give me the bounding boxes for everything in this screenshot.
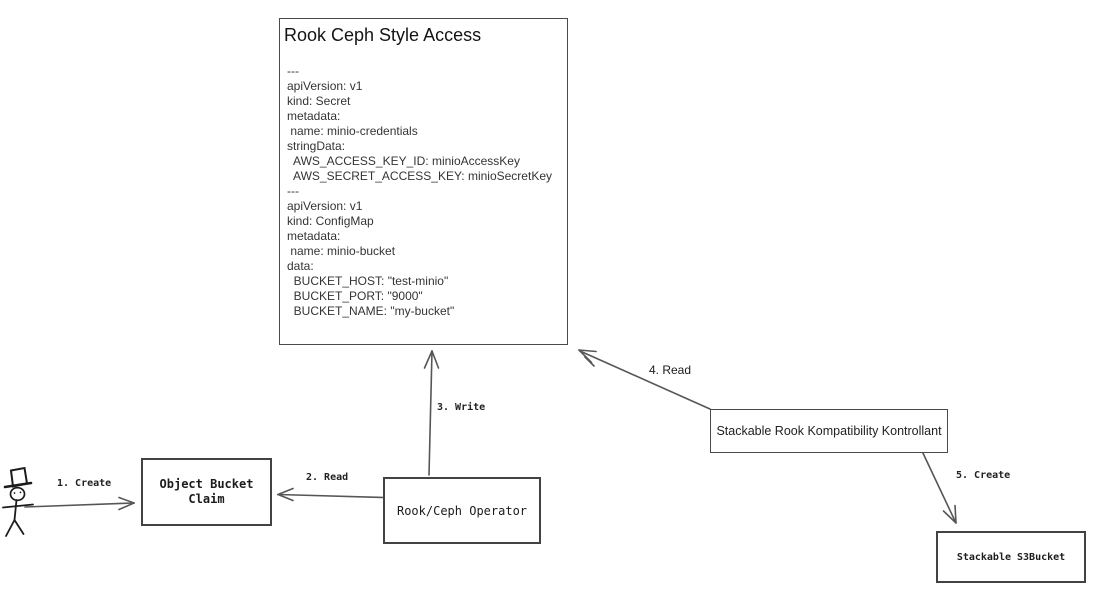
box-title: Rook Ceph Style Access (284, 25, 482, 45)
edge-label-2-read: 2. Read (306, 472, 349, 483)
person-stick-figure-icon (2, 466, 34, 537)
arrow-4-read (578, 349, 711, 410)
arrow-3-write (423, 350, 440, 476)
arrow-1-create (24, 496, 135, 511)
object-bucket-claim-node: Object Bucket Claim (141, 458, 272, 526)
edge-label-3-write: 3. Write (437, 402, 486, 413)
arrow-2-read (277, 487, 384, 502)
arrow-5-create (921, 450, 957, 524)
rook-ceph-operator-node: Rook/Ceph Operator (383, 477, 541, 544)
stackable-s3bucket-node: Stackable S3Bucket (936, 531, 1086, 583)
rook-ceph-style-access-box: Rook Ceph Style Access --- apiVersion: v… (279, 18, 568, 345)
edge-label-4-read: 4. Read (649, 363, 692, 377)
edge-label-1-create: 1. Create (57, 478, 112, 489)
stackable-rook-kompatibility-kontrollant-node: Stackable Rook Kompatibility Kontrollant (710, 409, 948, 453)
edge-label-5-create: 5. Create (956, 470, 1011, 481)
yaml-manifest-text: --- apiVersion: v1 kind: Secret metadata… (287, 64, 552, 318)
